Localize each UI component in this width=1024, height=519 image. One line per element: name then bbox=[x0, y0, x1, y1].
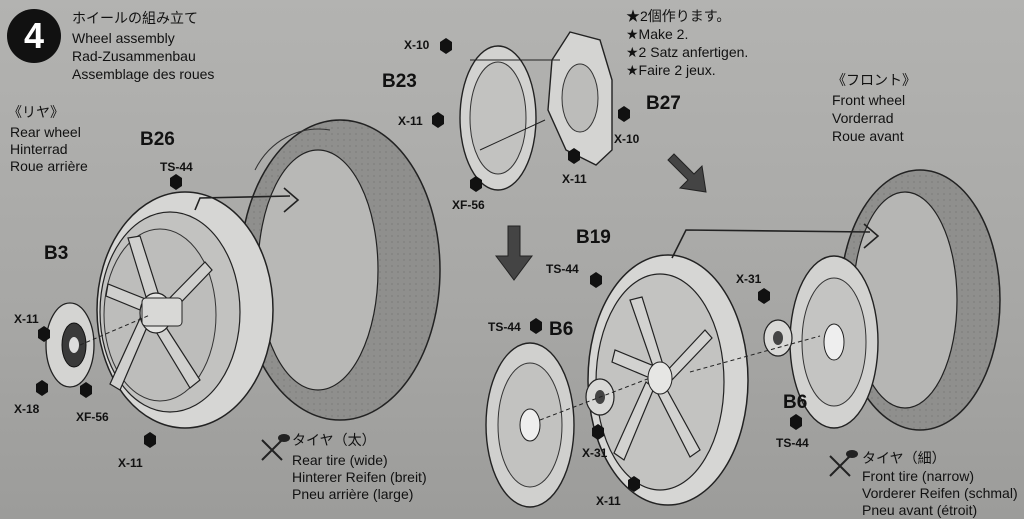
front-tire bbox=[839, 169, 1001, 431]
rear-tire bbox=[239, 119, 441, 421]
front-heading-fr: Roue avant bbox=[832, 128, 904, 144]
rear-heading-de: Hinterrad bbox=[10, 141, 68, 157]
step-title-en: Wheel assembly bbox=[72, 30, 175, 46]
rear-disc-b3 bbox=[45, 302, 95, 388]
fastener-x10-right: X-10 bbox=[614, 132, 640, 146]
fastener-symbols bbox=[36, 38, 802, 492]
fastener-x31-bottom: X-31 bbox=[582, 446, 608, 460]
part-label-b26: B26 bbox=[140, 129, 175, 150]
rear-tire-label-en: Rear tire (wide) bbox=[292, 452, 388, 468]
step-title-de: Rad-Zusammenbau bbox=[72, 48, 196, 64]
fastener-x11-front-bottom: X-11 bbox=[596, 494, 621, 508]
part-label-b19: B19 bbox=[576, 227, 611, 248]
fastener-xf56-brake: XF-56 bbox=[452, 198, 485, 212]
tire-symbol-icon bbox=[829, 450, 858, 477]
fastener-x11-rear-bottom: X-11 bbox=[118, 456, 143, 470]
step-number-badge: 4 bbox=[7, 9, 61, 63]
front-tire-label-fr: Pneu avant (étroit) bbox=[862, 502, 978, 518]
front-heading-de: Vorderrad bbox=[832, 110, 894, 126]
front-wheel-b19 bbox=[587, 254, 749, 506]
arrow-down-brake bbox=[495, 225, 533, 281]
make-two-fr: ★Faire 2 jeux. bbox=[626, 62, 716, 78]
part-label-b3: B3 bbox=[44, 243, 69, 264]
part-label-b27: B27 bbox=[646, 93, 681, 114]
rear-tire-label-ja: タイヤ（太） bbox=[292, 432, 376, 448]
front-tire-label-ja: タイヤ（細） bbox=[862, 450, 946, 466]
front-heading-en: Front wheel bbox=[832, 92, 906, 108]
make-two-de: ★2 Satz anfertigen. bbox=[626, 44, 749, 60]
make-two-en: ★Make 2. bbox=[626, 26, 689, 42]
part-label-b23: B23 bbox=[382, 71, 417, 92]
fastener-ts44-rear: TS-44 bbox=[160, 160, 193, 174]
step-title-fr: Assemblage des roues bbox=[72, 66, 215, 82]
fastener-ts44-right: TS-44 bbox=[776, 436, 809, 450]
part-label-b6-right: B6 bbox=[783, 392, 808, 413]
part-label-b6-top: B6 bbox=[549, 319, 574, 340]
fastener-x31-right: X-31 bbox=[736, 272, 762, 286]
tire-symbol-icon bbox=[261, 434, 290, 461]
b6-hub-right bbox=[763, 319, 793, 357]
rear-heading-ja: 《リヤ》 bbox=[8, 104, 64, 120]
fastener-x11-rear-left: X-11 bbox=[14, 312, 39, 326]
brake-disc-b27 bbox=[547, 31, 613, 166]
arrow-front-tire bbox=[671, 223, 880, 259]
rear-tire-label-de: Hinterer Reifen (breit) bbox=[292, 469, 427, 485]
rear-heading-fr: Roue arrière bbox=[10, 158, 88, 174]
fastener-ts44-b19: TS-44 bbox=[546, 262, 579, 276]
rear-tire-label-fr: Pneu arrière (large) bbox=[292, 486, 414, 502]
fastener-xf56-rear: XF-56 bbox=[76, 410, 109, 424]
front-tire-label-en: Front tire (narrow) bbox=[862, 468, 975, 484]
fastener-x11-brake-right: X-11 bbox=[562, 172, 587, 186]
brake-plate-b23 bbox=[459, 45, 537, 191]
front-disc-left bbox=[485, 342, 575, 508]
arrow-rear-tire bbox=[194, 187, 300, 213]
fastener-x11-brake: X-11 bbox=[398, 114, 423, 128]
fastener-x18: X-18 bbox=[14, 402, 40, 416]
rear-heading-en: Rear wheel bbox=[10, 124, 81, 140]
make-two-ja: ★2個作ります。 bbox=[626, 8, 731, 24]
fastener-ts44-b6: TS-44 bbox=[488, 320, 521, 334]
front-heading-ja: 《フロント》 bbox=[832, 72, 916, 88]
step-title-ja: ホイールの組み立て bbox=[72, 10, 198, 26]
front-disc-right bbox=[789, 255, 879, 429]
arrow-diag-brake bbox=[667, 153, 707, 193]
front-tire-label-de: Vorderer Reifen (schmal) bbox=[862, 485, 1018, 501]
rear-wheel-b26 bbox=[96, 191, 274, 429]
fastener-x10-top: X-10 bbox=[404, 38, 430, 52]
